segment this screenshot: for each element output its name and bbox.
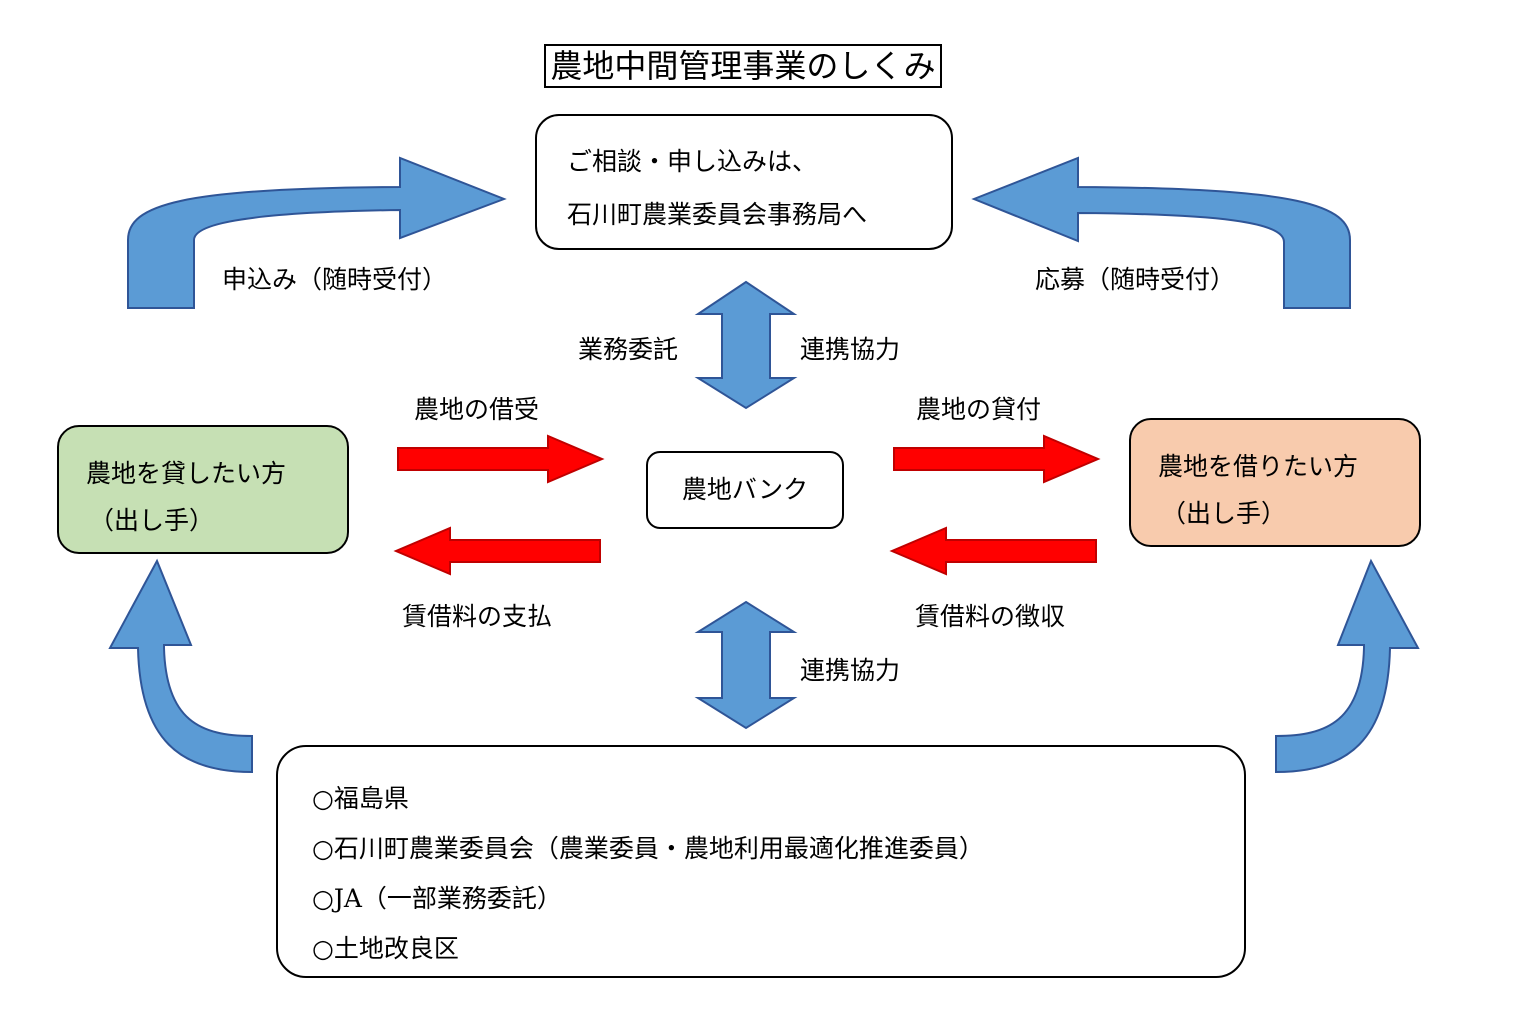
- label-recruit: 応募（随時受付）: [1035, 265, 1236, 294]
- label-apply: 申込み（随時受付）: [222, 265, 448, 294]
- label-cooperate-top: 連携協力: [800, 335, 901, 364]
- label-borrow-land: 農地の借受: [414, 395, 540, 424]
- red-arrow-pay-rent: [393, 526, 601, 576]
- partner-item: ○福島県: [312, 784, 409, 813]
- lender-label: 農地を貸したい方: [86, 459, 287, 488]
- red-arrow-lend-land: [893, 434, 1101, 484]
- partners-box: ○福島県 ○石川町農業委員会（農業委員・農地利用最適化推進委員） ○JA（一部業…: [276, 745, 1246, 978]
- curved-arrow-apply: [127, 156, 507, 309]
- curved-arrow-recruit: [971, 156, 1351, 309]
- consultation-box: ご相談・申し込みは、 石川町農業委員会事務局へ: [535, 114, 953, 250]
- red-arrow-collect-rent: [889, 526, 1097, 576]
- consultation-line-1: ご相談・申し込みは、: [567, 147, 818, 176]
- borrower-label: 農地を借りたい方: [1158, 452, 1359, 481]
- double-arrow-top: [694, 280, 798, 410]
- label-lend-land: 農地の貸付: [916, 395, 1042, 424]
- label-consign: 業務委託: [578, 335, 679, 364]
- label-cooperate-bottom: 連携協力: [800, 656, 901, 685]
- borrower-sublabel: （出し手）: [1161, 499, 1287, 528]
- lender-sublabel: （出し手）: [89, 506, 215, 535]
- curved-arrow-to-borrower: [1275, 558, 1420, 774]
- partner-item: ○JA（一部業務委託）: [312, 884, 562, 913]
- farmland-bank-box: 農地バンク: [646, 451, 844, 529]
- consultation-line-2: 石川町農業委員会事務局へ: [567, 200, 868, 229]
- red-arrow-borrow-land: [397, 434, 605, 484]
- partner-item: ○石川町農業委員会（農業委員・農地利用最適化推進委員）: [312, 834, 984, 863]
- lender-box: 農地を貸したい方 （出し手）: [57, 425, 349, 554]
- double-arrow-bottom: [694, 600, 798, 730]
- page-title: 農地中間管理事業のしくみ: [544, 44, 942, 88]
- label-collect-rent: 賃借料の徴収: [915, 602, 1066, 631]
- curved-arrow-to-lender: [108, 558, 253, 774]
- borrower-box: 農地を借りたい方 （出し手）: [1129, 418, 1421, 547]
- label-pay-rent: 賃借料の支払: [402, 602, 553, 631]
- partner-item: ○土地改良区: [312, 934, 459, 963]
